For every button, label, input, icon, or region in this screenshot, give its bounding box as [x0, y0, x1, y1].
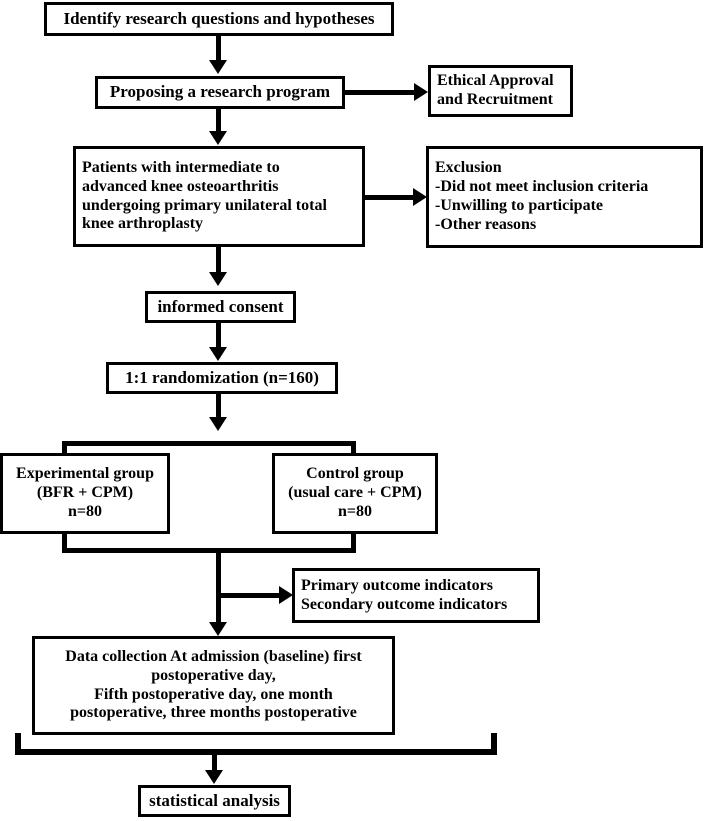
- node-experimental-group: Experimental group (BFR + CPM) n=80: [0, 453, 170, 534]
- arrowhead-randomization-to-split: [209, 417, 227, 431]
- connector-bracket-to-statistical: [212, 749, 217, 775]
- connector-proposing-to-patients: [216, 109, 221, 133]
- node-exclusion-line-4: -Other reasons: [435, 215, 537, 233]
- node-statistical-analysis: statistical analysis: [138, 785, 291, 817]
- split-bracket-horizontal: [62, 441, 356, 446]
- merge-bracket-horizontal: [62, 548, 356, 553]
- node-exclusion-line-2: -Did not meet inclusion criteria: [435, 178, 649, 196]
- node-control-line-3: n=80: [337, 502, 372, 520]
- bottom-bracket-right-stub: [491, 733, 497, 755]
- connector-patients-to-consent: [216, 247, 221, 274]
- arrowhead-merge-to-datacollection: [209, 622, 227, 636]
- split-bracket-left-stub: [62, 441, 67, 455]
- node-consent-line-1: informed consent: [157, 296, 284, 316]
- arrowhead-patients-to-consent: [209, 272, 227, 286]
- node-experimental-line-3: n=80: [67, 502, 102, 520]
- node-randomization: 1:1 randomization (n=160): [106, 362, 338, 394]
- node-outcome-indicators: Primary outcome indicators Secondary out…: [292, 568, 540, 623]
- node-exclusion-criteria: Exclusion -Did not meet inclusion criter…: [426, 146, 703, 248]
- node-datacollection-line-3: Fifth postoperative day, one month: [94, 685, 333, 703]
- arrowhead-consent-to-randomization: [209, 347, 227, 361]
- node-informed-consent: informed consent: [145, 291, 296, 323]
- node-identify-line-1: Identify research questions and hypothes…: [63, 8, 375, 28]
- node-ethical-line-1: Ethical Approval: [437, 72, 554, 90]
- node-patients-line-1: Patients with intermediate to: [82, 158, 280, 176]
- node-outcomes-line-2: Secondary outcome indicators: [301, 595, 508, 613]
- connector-consent-to-randomization: [216, 323, 221, 351]
- bottom-bracket-horizontal: [15, 749, 497, 755]
- node-experimental-line-1: Experimental group: [16, 465, 154, 483]
- bottom-bracket-left-stub: [15, 733, 21, 755]
- node-data-collection: Data collection At admission (baseline) …: [32, 636, 395, 735]
- merge-bracket-left-stub: [62, 534, 67, 553]
- arrowhead-trunk-to-outcomes: [279, 586, 293, 604]
- node-datacollection-line-2: postoperative day,: [151, 666, 276, 684]
- node-ethical-approval-recruitment: Ethical Approval and Recruitment: [428, 65, 573, 117]
- merge-bracket-right-stub: [351, 534, 356, 553]
- node-outcomes-line-1: Primary outcome indicators: [301, 576, 493, 594]
- connector-patients-to-exclusion: [365, 195, 417, 200]
- node-randomization-line-1: 1:1 randomization (n=160): [125, 367, 319, 387]
- node-control-line-1: Control group: [306, 465, 404, 483]
- node-patients-eligible: Patients with intermediate to advanced k…: [73, 146, 365, 247]
- node-proposing-line-1: Proposing a research program: [109, 82, 331, 102]
- connector-randomization-to-split: [216, 394, 221, 421]
- node-identify-research-questions: Identify research questions and hypothes…: [44, 2, 394, 36]
- node-patients-line-4: knee arthroplasty: [82, 215, 204, 233]
- connector-trunk-to-outcomes: [216, 593, 282, 598]
- connector-merge-to-datacollection: [216, 548, 221, 631]
- arrowhead-identify-to-proposing: [209, 60, 227, 74]
- arrowhead-bracket-to-statistical: [205, 770, 223, 784]
- node-datacollection-line-1: Data collection At admission (baseline) …: [65, 647, 362, 665]
- arrowhead-patients-to-exclusion: [413, 188, 427, 206]
- connector-proposing-to-ethical: [345, 90, 417, 95]
- node-experimental-line-2: (BFR + CPM): [36, 484, 134, 502]
- node-patients-line-2: advanced knee osteoarthritis: [82, 177, 279, 195]
- node-proposing-research-program: Proposing a research program: [95, 76, 345, 109]
- node-patients-line-3: undergoing primary unilateral total: [82, 196, 327, 214]
- arrowhead-proposing-to-ethical: [414, 83, 428, 101]
- node-control-line-2: (usual care + CPM): [288, 484, 422, 502]
- node-ethical-line-2: and Recruitment: [437, 91, 553, 108]
- node-control-group: Control group (usual care + CPM) n=80: [272, 453, 438, 534]
- node-statistical-line-1: statistical analysis: [149, 790, 280, 810]
- split-bracket-right-stub: [351, 441, 356, 455]
- node-exclusion-line-1: Exclusion: [435, 159, 502, 177]
- arrowhead-proposing-to-patients: [209, 131, 227, 145]
- node-exclusion-line-3: -Unwilling to participate: [435, 197, 603, 214]
- connector-identify-to-proposing: [216, 36, 221, 62]
- node-datacollection-line-4: postoperative, three months postoperativ…: [70, 704, 357, 722]
